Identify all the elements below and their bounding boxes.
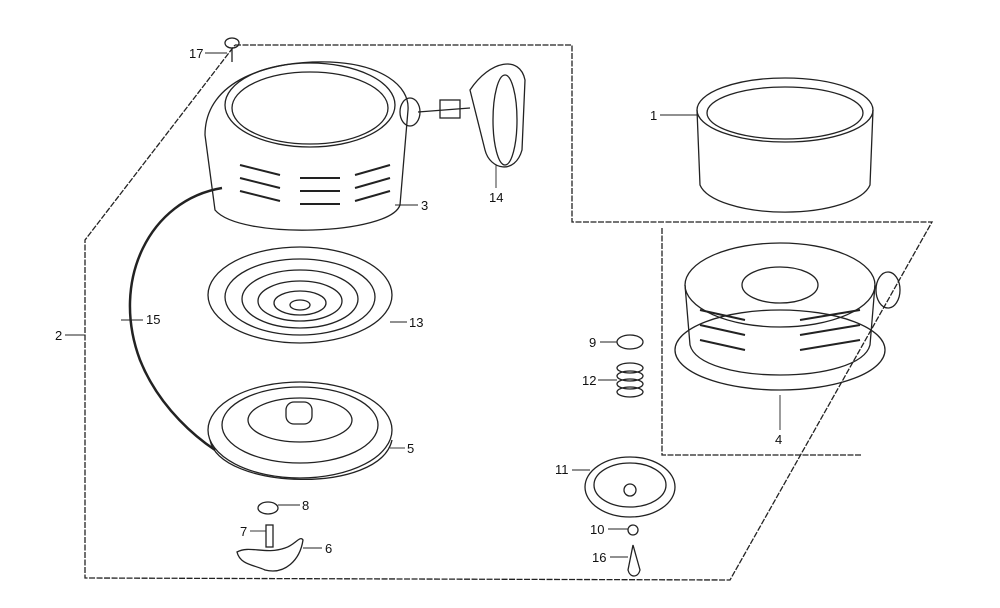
part-11-friction-plate (584, 456, 676, 518)
callout-12: 12 (582, 373, 597, 388)
part-17-bolt (224, 37, 240, 62)
callout-3: 3 (421, 198, 429, 213)
callout-15: 15 (146, 312, 161, 327)
callout-10: 10 (590, 522, 605, 537)
callout-6: 6 (325, 541, 333, 556)
part-5-reel (207, 381, 393, 480)
callout-7: 7 (240, 524, 248, 539)
part-10-nut (627, 524, 639, 536)
callout-11: 11 (555, 462, 569, 477)
callout-14: 14 (489, 190, 504, 205)
callout-16: 16 (592, 550, 607, 565)
callout-5: 5 (407, 441, 415, 456)
part-14-handle (417, 63, 526, 168)
part-4-assembly (674, 242, 901, 391)
part-13-spring (207, 246, 393, 344)
callout-8: 8 (302, 498, 310, 513)
part-4-frame (661, 228, 862, 456)
callout-9: 9 (589, 335, 597, 350)
callout-4: 4 (775, 432, 783, 447)
part-15-rope (128, 186, 223, 452)
part-12-spring (616, 362, 644, 398)
callout-17: 17 (189, 46, 204, 61)
part-16-bolt (627, 544, 641, 577)
part-7-pin (265, 524, 274, 548)
part-8-washer (257, 501, 279, 515)
callout-13: 13 (409, 315, 424, 330)
assembly-frame (84, 44, 934, 581)
part-9-washer (616, 334, 644, 350)
callout-1: 1 (650, 108, 658, 123)
part-3-starter-case (204, 61, 421, 231)
part-6-ratchet (236, 538, 304, 572)
part-1-ring (696, 77, 874, 213)
callout-2: 2 (55, 328, 63, 343)
